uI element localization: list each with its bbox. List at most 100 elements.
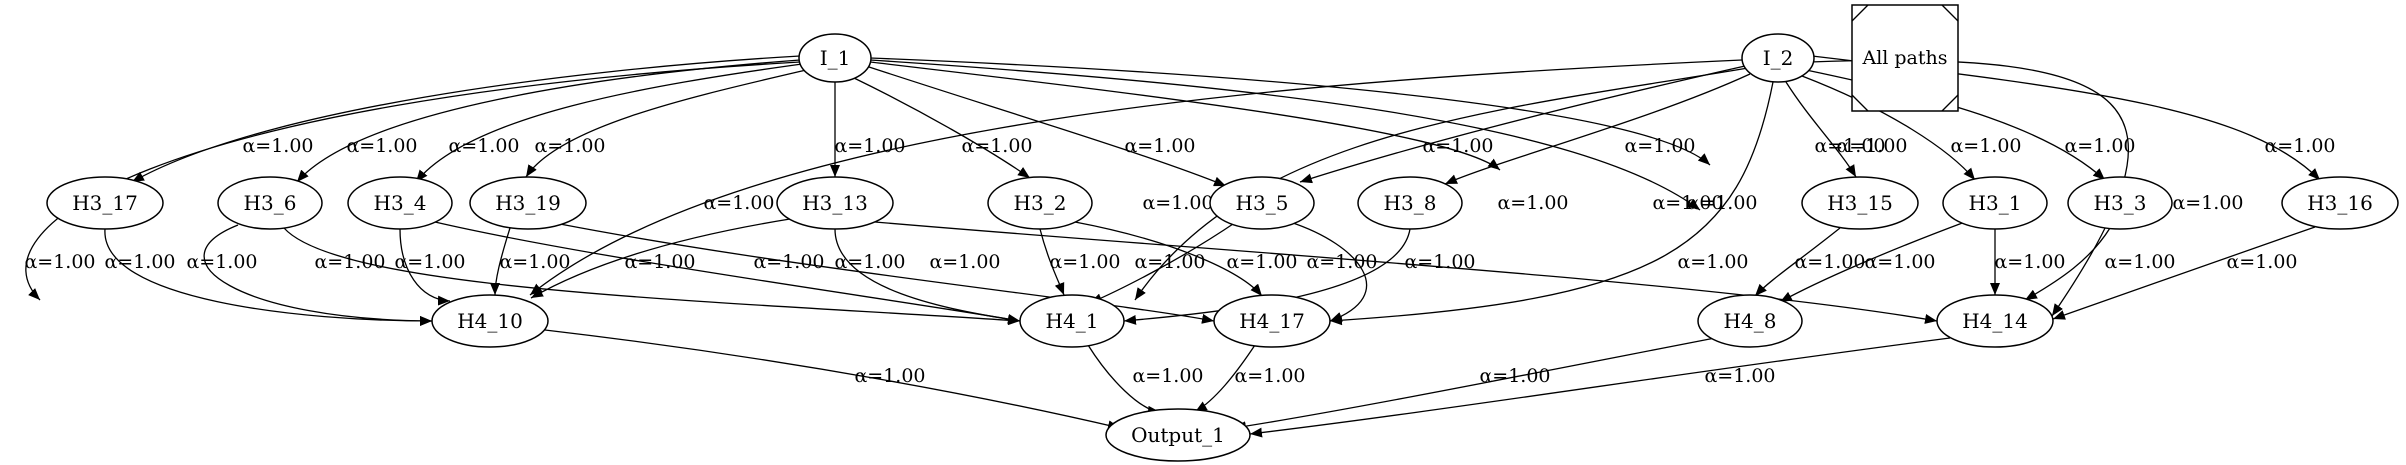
node-ellipse — [1741, 33, 1815, 83]
edge-label-I_2-to-H4_17: α=1.00 — [1686, 192, 1757, 214]
edge-I_2-to-H4_10 — [529, 59, 1743, 296]
node-label: H4_14 — [1962, 309, 2028, 333]
edge-label-H4_8-to-Output_1: α=1.00 — [1479, 365, 1550, 387]
edge-label-I_2-to-H3_15: α=1.00 — [1836, 135, 1907, 157]
node-ellipse — [2281, 176, 2399, 230]
node-H3_13: H3_13 — [776, 176, 894, 230]
node-label: H4_8 — [1724, 309, 1777, 333]
node-H4_14: H4_14 — [1936, 294, 2054, 348]
node-I_2: I_2 — [1741, 33, 1815, 83]
edge-label-I_1-to-H4_14: α=1.00 — [1652, 192, 1723, 214]
edge-label-H3_2-to-H4_1: α=1.00 — [1049, 251, 1120, 273]
node-ellipse — [2067, 176, 2173, 230]
node-ellipse — [1105, 408, 1251, 462]
edge-H3_13-to-H4_14 — [874, 221, 1938, 324]
edge-I_2-to-H3_5 — [1299, 65, 1746, 184]
node-ellipse — [987, 176, 1093, 230]
edge-label-H3_5-to-H4_17: α=1.00 — [1404, 251, 1475, 273]
node-ellipse — [1936, 294, 2054, 348]
edge-label-I_2-to-H4_14: α=1.00 — [2172, 192, 2243, 214]
edge-label-H4_14-to-Output_1: α=1.00 — [1704, 365, 1775, 387]
node-ellipse — [1942, 176, 2048, 230]
edge-label-H3_15-to-H4_8: α=1.00 — [1794, 251, 1865, 273]
node-ellipse — [1209, 176, 1315, 230]
edge-label-H3_16-to-H4_14: α=1.00 — [2226, 251, 2297, 273]
edge-H3_16-to-H4_14 — [2052, 226, 2316, 320]
node-ellipse — [1801, 176, 1919, 230]
edge-H3_8-to-H4_1 — [1123, 228, 1411, 325]
edge-label-I_2-to-H4_10: α=1.00 — [703, 192, 774, 214]
node-label: H3_5 — [1236, 191, 1289, 215]
node-label: H3_17 — [72, 191, 138, 215]
node-label: Output_1 — [1131, 423, 1225, 447]
edge-label-H3_2-to-H4_17: α=1.00 — [1226, 251, 1297, 273]
node-label: I_2 — [1763, 46, 1794, 70]
edge-label-H3_4-to-H4_1: α=1.00 — [753, 251, 824, 273]
edge-H3_15-to-H4_8 — [1754, 227, 1841, 297]
node-label: H3_15 — [1827, 191, 1893, 215]
edge-label-I_1-to-H3_5: α=1.00 — [1124, 135, 1195, 157]
node-H3_1: H3_1 — [1942, 176, 2048, 230]
node-label: H3_1 — [1969, 191, 2022, 215]
edge-H3_1-to-H4_8 — [1779, 221, 1966, 303]
node-H4_10: H4_10 — [431, 294, 549, 348]
legend-note: All paths — [1851, 4, 1959, 112]
edge-H3_2-to-H4_1 — [1039, 228, 1065, 296]
node-H3_17: H3_17 — [46, 176, 164, 230]
node-ellipse — [798, 33, 872, 83]
edge-label-H3_1-to-H4_14: α=1.00 — [1994, 251, 2065, 273]
node-H3_2: H3_2 — [987, 176, 1093, 230]
edge-label-I_2-to-H3_1: α=1.00 — [1950, 135, 2021, 157]
node-H3_8: H3_8 — [1357, 176, 1463, 230]
edge-label-H3_4-to-H4_10: α=1.00 — [394, 251, 465, 273]
edge-H4_10-to-Output_1 — [544, 329, 1121, 431]
edge-H3_6-to-H4_10 — [203, 224, 433, 326]
edge-H3_13-to-H4_1 — [834, 228, 1021, 325]
edge-label-H3_6-to-H4_1: α=1.00 — [314, 251, 385, 273]
edge-H3_17-to-H4_10 — [104, 228, 433, 326]
edge-I_1-to-H3_5 — [865, 65, 1227, 187]
node-H3_19: H3_19 — [469, 176, 587, 230]
edge-H3_2-to-H4_17 — [1074, 221, 1263, 297]
edge-H3_4-to-H4_1 — [434, 221, 1021, 324]
edge-I_2-to-H4_1 — [1134, 67, 1749, 301]
edge-H3_19-to-H4_10 — [490, 227, 511, 296]
node-label: H3_3 — [2094, 191, 2147, 215]
note-corner-mark — [1851, 4, 1869, 22]
note-corner-mark — [1941, 94, 1959, 112]
all-paths-label: All paths — [1861, 47, 1947, 69]
edge-label-I_1-to-H3_2: α=1.00 — [961, 135, 1032, 157]
node-ellipse — [217, 176, 323, 230]
edge-label-H3_19-to-H4_10: α=1.00 — [499, 251, 570, 273]
all-paths-box — [1851, 4, 1959, 112]
edge-H4_17-to-Output_1 — [1194, 344, 1256, 413]
node-label: I_1 — [820, 46, 851, 70]
edge-label-H3_17-to-H4_10: α=1.00 — [104, 251, 175, 273]
edge-I_1-to-H3_3 — [869, 57, 1711, 166]
node-label: H3_13 — [802, 191, 868, 215]
edge-label-H4_1-to-Output_1: α=1.00 — [1132, 365, 1203, 387]
edge-I_2-to-H3_1 — [1801, 75, 1976, 181]
edge-label-I_1-to-H3_19: α=1.00 — [534, 135, 605, 157]
edges — [25, 55, 2321, 438]
edge-label-H3_5-to-H4_1: α=1.00 — [1134, 251, 1205, 273]
edge-H3_5-to-H4_1 — [1089, 221, 1237, 304]
note-corner-mark — [1941, 4, 1959, 22]
node-label: H3_19 — [495, 191, 561, 215]
edge-label-H3_6-to-H4_10: α=1.00 — [186, 251, 257, 273]
edge-label-I_1-to-Output_1: α=1.00 — [24, 251, 95, 273]
edge-label-H3_8-to-H4_1: α=1.00 — [1306, 251, 1377, 273]
edge-H3_6-to-H4_1 — [283, 227, 1021, 326]
edge-H3_5-to-H4_17 — [1289, 221, 1367, 322]
node-ellipse — [46, 176, 164, 230]
node-H4_17: H4_17 — [1213, 294, 1331, 348]
edge-H3_4-to-H4_10 — [399, 228, 451, 306]
node-ellipse — [1019, 294, 1125, 348]
node-label: H3_2 — [1014, 191, 1067, 215]
edge-label-H3_13-to-H4_1: α=1.00 — [834, 251, 905, 273]
edge-label-I_2-to-H4_1: α=1.00 — [1142, 192, 1213, 214]
node-ellipse — [776, 176, 894, 230]
